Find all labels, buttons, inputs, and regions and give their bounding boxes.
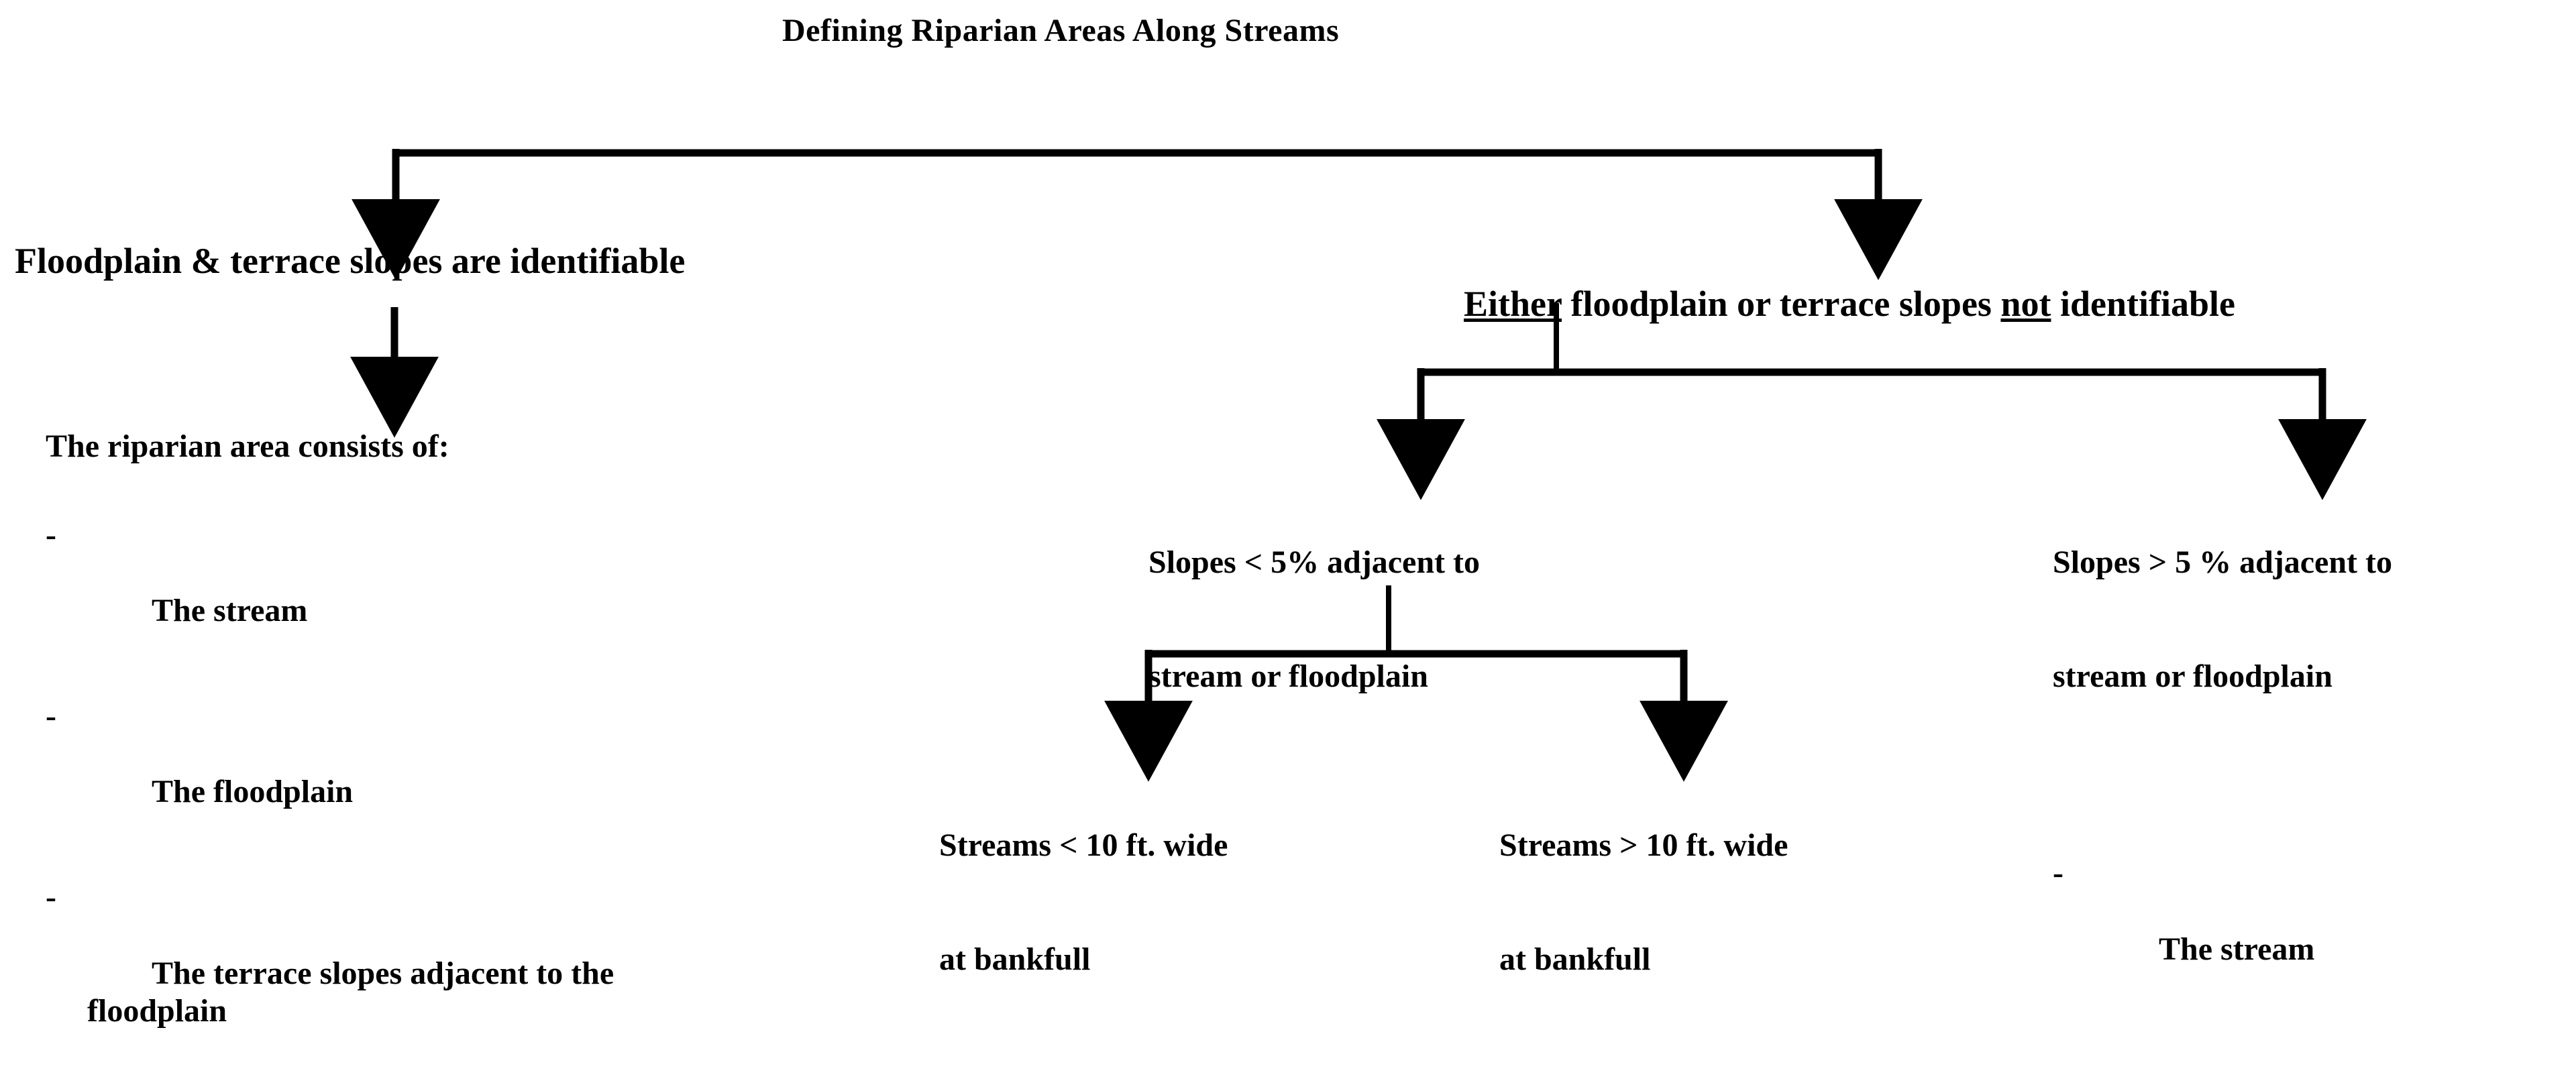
node-narrow-streams: Streams < 10 ft. wide at bankfull - The … bbox=[939, 751, 1368, 1089]
list-item-label: The stream bbox=[152, 593, 308, 629]
node-low-slope: Slopes < 5% adjacent to stream or floodp… bbox=[1148, 468, 1658, 772]
wide-streams-list: - The stream - 10 × bankfull width, each… bbox=[1499, 1062, 1929, 1089]
list-item: - The terrace slope to its top bbox=[2053, 1086, 2537, 1089]
list-item-label: The stream bbox=[2159, 931, 2315, 967]
node-narrow-streams-line2: at bankfull bbox=[939, 941, 1091, 978]
list-item: - The terrace slopes adjacent to the flo… bbox=[46, 878, 691, 1068]
branch-right-heading-tail: identifiable bbox=[2051, 283, 2235, 324]
branch-right-heading-mid: floodplain or terrace slopes bbox=[1562, 283, 2001, 324]
list-item: - The stream bbox=[2053, 854, 2576, 1007]
list-item-label: The floodplain bbox=[152, 774, 354, 810]
high-slope-list: - The stream - The terrace slope to its … bbox=[2053, 779, 2576, 1089]
list-item-label: The terrace slopes adjacent to the flood… bbox=[87, 955, 623, 1029]
bullet-dash: - bbox=[46, 516, 56, 553]
left-branch-intro: The riparian area consists of: bbox=[46, 428, 449, 464]
list-item: - The floodplain bbox=[46, 697, 931, 850]
bullet-dash: - bbox=[46, 698, 56, 734]
node-wide-streams-line1: Streams > 10 ft. wide bbox=[1499, 827, 1788, 864]
node-narrow-streams-line1: Streams < 10 ft. wide bbox=[939, 827, 1228, 864]
connector-root-split bbox=[352, 149, 1923, 280]
bullet-dash: - bbox=[2053, 1086, 2080, 1089]
left-branch-body: The riparian area consists of: - The str… bbox=[46, 402, 931, 1089]
branch-left-heading: Floodplain & terrace slopes are identifi… bbox=[15, 241, 686, 281]
left-branch-list: - The stream - The floodplain - The terr… bbox=[46, 491, 931, 1089]
node-low-slope-line1: Slopes < 5% adjacent to bbox=[1148, 544, 1481, 581]
bullet-dash: - bbox=[46, 879, 56, 915]
branch-right-heading: Either floodplain or terrace slopes not … bbox=[1428, 240, 2434, 368]
page-title: Defining Riparian Areas Along Streams bbox=[782, 13, 1340, 48]
node-high-slope-line1: Slopes > 5 % adjacent to bbox=[2053, 544, 2393, 581]
node-high-slope-line2: stream or floodplain bbox=[2053, 658, 2332, 695]
list-item: - The stream bbox=[46, 516, 931, 669]
node-high-slope: Slopes > 5 % adjacent to stream or flood… bbox=[2053, 468, 2576, 1089]
narrow-streams-list: - The stream - One tree length on each s… bbox=[939, 1062, 1368, 1089]
bullet-dash: - bbox=[2053, 855, 2063, 891]
node-wide-streams: Streams > 10 ft. wide at bankfull - The … bbox=[1499, 751, 1929, 1089]
node-low-slope-line2: stream or floodplain bbox=[1148, 658, 1428, 695]
branch-right-heading-either: Either bbox=[1464, 283, 1562, 324]
node-wide-streams-line2: at bankfull bbox=[1499, 941, 1651, 978]
branch-right-heading-not: not bbox=[2000, 283, 2051, 324]
